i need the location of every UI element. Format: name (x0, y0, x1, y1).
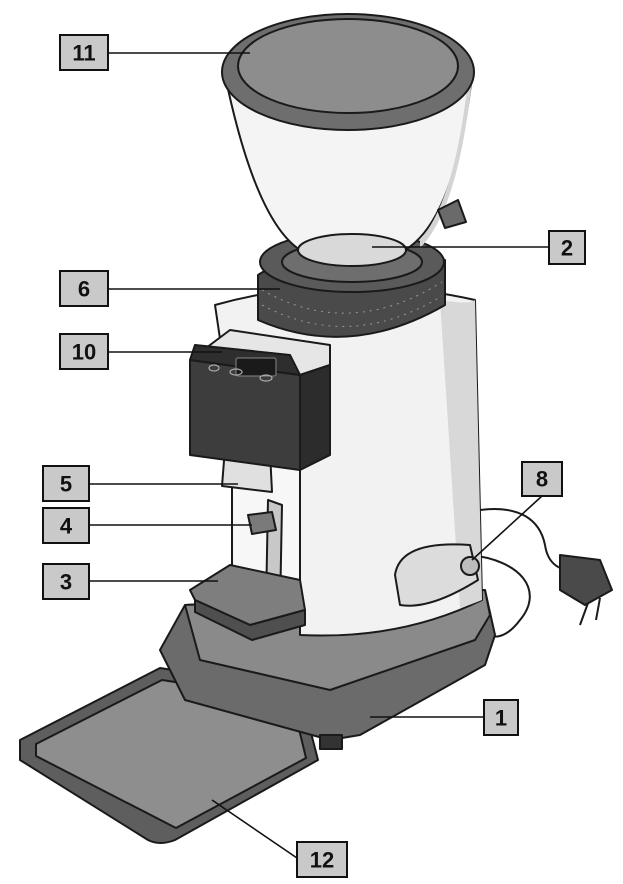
callout-1-label: 1 (495, 706, 507, 731)
callout-12: 12 (296, 841, 348, 878)
callout-6-label: 6 (78, 277, 90, 302)
callout-11-label: 11 (72, 41, 95, 66)
callout-8-label: 8 (536, 467, 548, 492)
callout-5: 5 (42, 465, 90, 502)
callout-2-label: 2 (561, 236, 573, 261)
callout-3-label: 3 (60, 570, 72, 595)
callout-2: 2 (548, 230, 586, 265)
portafilter-fork (189, 564, 306, 641)
callout-4-label: 4 (60, 514, 73, 539)
on-off-switch (394, 543, 480, 607)
callout-10: 10 (59, 333, 109, 370)
callout-12-label: 12 (310, 848, 334, 873)
hopper-lid (221, 13, 475, 131)
callout-1: 1 (483, 699, 519, 736)
leader-12 (211, 799, 298, 859)
callout-6: 6 (59, 270, 109, 307)
callout-10-label: 10 (72, 340, 96, 365)
callout-5-label: 5 (60, 472, 72, 497)
callout-8: 8 (521, 461, 563, 497)
control-panel (189, 329, 331, 471)
callout-3: 3 (42, 563, 90, 600)
power-plug (559, 554, 613, 626)
callout-4: 4 (42, 507, 90, 544)
callout-11: 11 (59, 34, 109, 71)
portafilter-support-lever (247, 511, 277, 535)
leader-8 (471, 495, 543, 561)
leader-lines (89, 52, 549, 859)
